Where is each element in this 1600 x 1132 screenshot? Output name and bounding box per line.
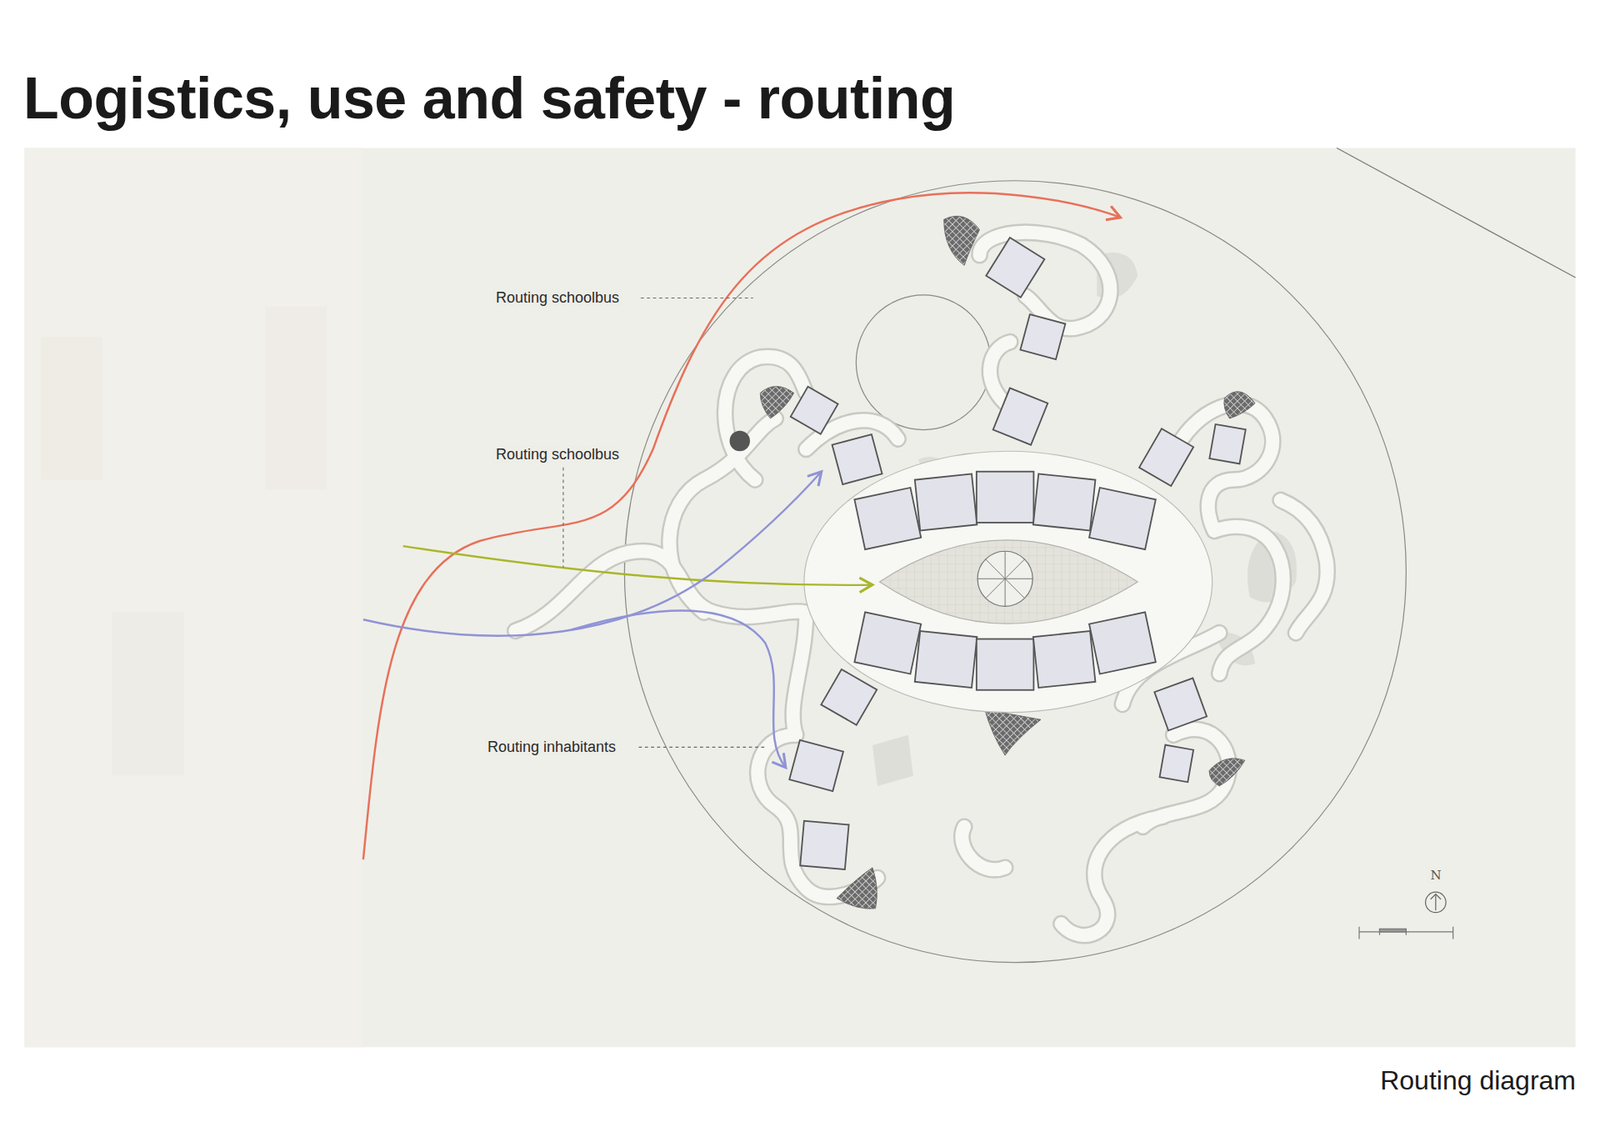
route-label: Routing inhabitants [485, 738, 619, 756]
courtyard-wheel [977, 550, 1033, 606]
north-arrow [1425, 891, 1446, 912]
site-circle [624, 180, 1406, 963]
figure-caption: Routing diagram [1380, 1065, 1576, 1096]
schoolbus-route-arrow [403, 545, 873, 585]
route-label: Routing schoolbus [493, 445, 622, 464]
ground-strip [24, 148, 362, 1048]
north-label: N [1428, 867, 1443, 883]
field-circle [855, 295, 991, 430]
route-label: Routing schoolbus [493, 289, 622, 307]
page-title: Logistics, use and safety - routing [23, 65, 955, 132]
leader-lines [563, 298, 768, 748]
scale-bar [1359, 926, 1454, 940]
hatched-planting [760, 215, 1255, 909]
ground-panel [24, 148, 1575, 1048]
building-rows [854, 471, 1155, 690]
inhabitants-route-arrow [363, 471, 822, 636]
central-courtyard [804, 450, 1213, 712]
footpaths [515, 232, 1327, 935]
site-boundary [1336, 148, 1576, 279]
houses [789, 237, 1246, 870]
schoolbus-route-arrow [363, 192, 1121, 860]
courtyard-eye [880, 540, 1139, 624]
tree [730, 430, 750, 451]
